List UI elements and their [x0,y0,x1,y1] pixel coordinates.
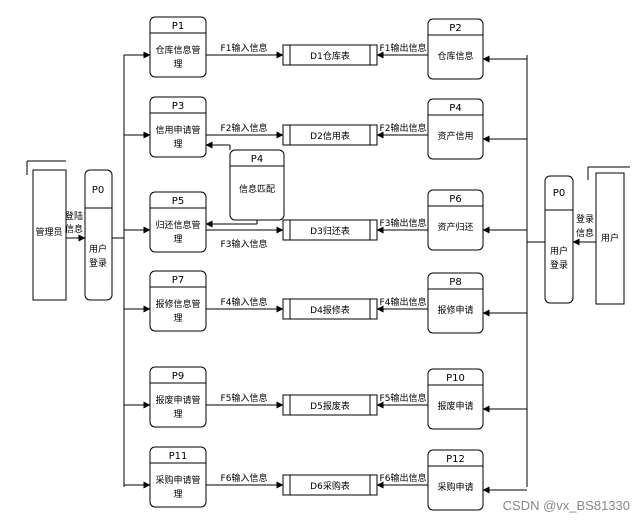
output-flow-label: F3输出信息 [380,217,427,229]
admin-entity: 管理员 [26,160,67,301]
right-process-id: P4 [449,103,461,114]
left-process-id: P11 [169,451,188,462]
right-process-label: 报修申请 [437,304,473,316]
left-process-label-line1: 归还信息管 [155,219,200,231]
user-login-flow-line2: 信息 [576,227,594,239]
input-flow-label: F4输入信息 [221,296,268,308]
output-flow-label: F4输出信息 [380,296,427,308]
left-process-label-line2: 理 [173,139,182,150]
right-login-label-line2: 登录 [550,260,568,271]
left-process-id: P7 [172,275,184,286]
input-flow-label: F2输入信息 [221,122,268,134]
left-process-label-line1: 报废申请管 [155,394,200,406]
data-store-3: D4报修表 [282,298,378,320]
output-flow-label: F5输出信息 [380,392,427,404]
left-process-id: P3 [172,101,184,112]
match-process-id: P4 [251,154,263,165]
data-store-label: D1仓库表 [310,50,350,62]
right-process-id: P6 [449,194,461,205]
match-process: P4 信息匹配 [229,149,285,221]
left-process-label-line1: 报修信息管 [155,298,200,310]
admin-label: 管理员 [35,226,62,238]
watermark: CSDN @vx_BS81330 [503,498,630,513]
left-process-label-line1: 仓库信息管 [155,44,200,56]
data-store-label: D6采购表 [310,480,350,492]
admin-login-flow-line1: 登陆 [65,210,83,222]
right-process-label: 采购申请 [437,481,473,493]
right-process-label: 资产归还 [437,221,473,233]
user-login-flow-line1: 登录 [576,214,594,225]
left-process-id: P1 [172,21,184,32]
left-process-id: P9 [172,371,184,382]
left-process-label-line1: 信用申请管 [155,124,200,136]
left-login-process: P0 用户 登录 [84,169,113,301]
data-store-label: D4报修表 [310,304,350,316]
input-flow-label: F6输入信息 [221,472,268,484]
left-process-label-line2: 理 [173,59,182,70]
left-process-label-line1: 采购申请管 [155,474,200,486]
left-login-id: P0 [92,185,104,196]
data-store-2: D3归还表 [282,219,378,241]
user-label: 用户 [601,232,619,244]
data-store-1: D2信用表 [282,124,378,146]
user-entity: 用户 [587,166,630,305]
process-rows: P1仓库信息管理D1仓库表F1输入信息P2仓库信息F1输出信息P3信用申请管理D… [124,16,527,511]
right-process-5: P12 采购申请 [427,449,484,511]
left-process-id: P5 [172,196,184,207]
left-process-label-line2: 理 [173,409,182,420]
data-store-4: D5报废表 [282,394,378,416]
right-login-id: P0 [553,188,565,199]
left-process-label-line2: 理 [173,234,182,245]
right-process-0: P2 仓库信息 [427,18,484,80]
right-process-3: P8 报修申请 [427,272,484,334]
data-store-label: D5报废表 [310,400,350,412]
admin-login-flow-line2: 信息 [65,223,83,235]
left-login-label-line2: 登录 [89,258,107,269]
input-flow-label: F5输入信息 [221,392,268,404]
right-process-label: 资产信用 [437,130,473,142]
left-process-label-line2: 理 [173,489,182,500]
left-process-label-line2: 理 [173,313,182,324]
output-flow-label: F2输出信息 [380,122,427,134]
right-login-process: P0 用户 登录 [544,175,574,304]
right-process-id: P2 [449,23,461,34]
data-store-0: D1仓库表 [282,44,378,66]
data-store-label: D2信用表 [310,130,350,142]
right-process-id: P12 [446,454,465,465]
right-process-2: P6 资产归还 [427,189,484,251]
right-process-label: 报废申请 [437,400,473,412]
right-process-4: P10 报废申请 [427,368,484,430]
data-store-5: D6采购表 [282,474,378,496]
right-process-label: 仓库信息 [437,50,473,62]
data-store-label: D3归还表 [310,225,350,237]
output-flow-label: F1输出信息 [380,42,427,54]
input-flow-label: F3输入信息 [221,238,268,250]
right-process-id: P8 [449,277,461,288]
right-process-id: P10 [446,373,465,384]
left-login-label-line1: 用户 [89,243,107,255]
right-login-label-line1: 用户 [550,245,568,257]
right-process-1: P4 资产信用 [427,98,484,160]
input-flow-label: F1输入信息 [221,42,268,54]
match-process-label: 信息匹配 [239,183,275,195]
output-flow-label: F6输出信息 [380,472,427,484]
